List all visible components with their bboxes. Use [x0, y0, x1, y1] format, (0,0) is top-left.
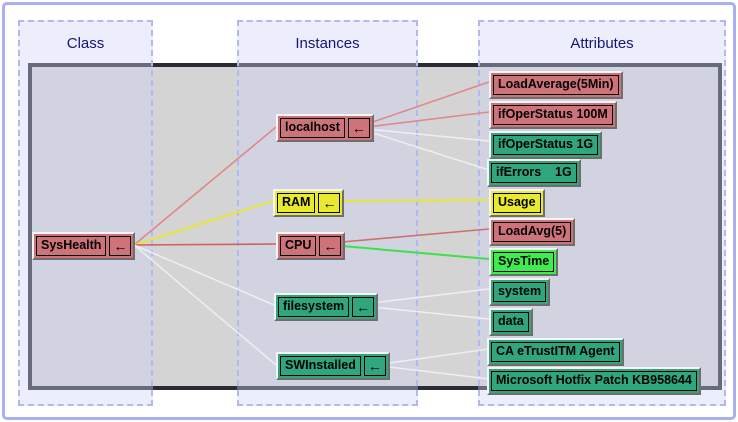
back-arrow-icon[interactable]: ←	[318, 193, 341, 213]
node-label: ifOperStatus 1G	[493, 135, 599, 155]
node-label: CPU	[280, 236, 317, 256]
node-label: Usage	[493, 193, 541, 213]
node-label: filesystem	[278, 297, 350, 317]
attribute-node-iferrors-1g[interactable]: ifErrors 1G	[487, 159, 581, 187]
back-arrow-icon[interactable]: ←	[352, 297, 375, 317]
attribute-node-ifoperstatus-1g[interactable]: ifOperStatus 1G	[489, 131, 603, 159]
back-arrow-icon[interactable]: ←	[319, 236, 342, 256]
instance-node-filesystem[interactable]: filesystem ←	[274, 293, 379, 321]
node-label: data	[493, 312, 529, 332]
back-arrow-icon[interactable]: ←	[347, 118, 370, 138]
node-label: ifOperStatus 100M	[493, 105, 613, 125]
node-label: SysTime	[493, 252, 555, 272]
instance-node-swinstalled[interactable]: SWInstalled ←	[276, 352, 390, 380]
node-label: Microsoft Hotfix Patch KB958644	[491, 371, 697, 391]
attribute-node-usage[interactable]: Usage	[489, 189, 545, 217]
class-node-syshealth[interactable]: SysHealth ←	[32, 232, 136, 260]
back-arrow-icon[interactable]: ←	[363, 356, 386, 376]
node-label: LoadAvg(5)	[493, 222, 572, 242]
instance-node-localhost[interactable]: localhost ←	[276, 114, 374, 142]
instance-node-cpu[interactable]: CPU ←	[276, 232, 346, 260]
node-label: system	[493, 282, 547, 302]
instance-node-ram[interactable]: RAM ←	[273, 189, 345, 217]
node-label: SysHealth	[36, 236, 107, 256]
node-label: CA eTrustITM Agent	[491, 342, 620, 362]
attribute-node-data[interactable]: data	[489, 308, 533, 336]
attribute-node-microsoft-hotfix-patch[interactable]: Microsoft Hotfix Patch KB958644	[487, 367, 701, 395]
node-label: localhost	[280, 118, 345, 138]
back-arrow-icon[interactable]: ←	[109, 236, 132, 256]
node-label: SWInstalled	[280, 356, 361, 376]
node-label: LoadAverage(5Min)	[493, 75, 619, 95]
attribute-node-ca-etrustitm-agent[interactable]: CA eTrustITM Agent	[487, 338, 624, 366]
attribute-node-system[interactable]: system	[489, 278, 551, 306]
attribute-node-loadaverage-5min[interactable]: LoadAverage(5Min)	[489, 71, 623, 99]
node-label: RAM	[277, 193, 316, 213]
node-label: ifErrors 1G	[491, 163, 577, 183]
attribute-node-loadavg-5[interactable]: LoadAvg(5)	[489, 218, 576, 246]
attribute-node-systime[interactable]: SysTime	[489, 248, 559, 276]
attribute-node-ifoperstatus-100m[interactable]: ifOperStatus 100M	[489, 101, 617, 129]
